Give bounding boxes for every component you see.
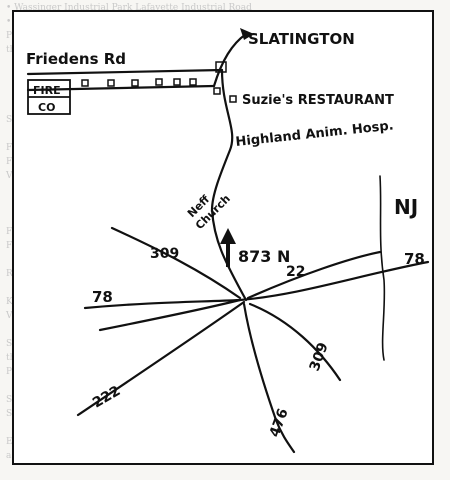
building-icon — [107, 79, 115, 87]
arrow-873-north-icon — [220, 228, 236, 244]
route-222-road — [76, 300, 246, 417]
nj-label: NJ — [394, 195, 418, 219]
building-icon — [173, 78, 181, 86]
building-icon — [215, 61, 227, 73]
nj-border-line — [379, 175, 386, 361]
arrow-873-shaft — [226, 243, 230, 267]
background-text-line: • Wassinger Industrial Park Lafayette In… — [6, 3, 252, 13]
building-icon — [131, 79, 139, 87]
route-78-road — [83, 260, 430, 310]
building-icon — [229, 95, 237, 103]
co-label: CO — [38, 101, 55, 114]
route-476-label: 476 — [267, 406, 292, 439]
route-78-left-label: 78 — [92, 288, 113, 306]
road-873-north — [210, 68, 248, 302]
friedens-road-label: Friedens Rd — [26, 50, 126, 68]
route-22-upper-label: 22 — [286, 264, 305, 280]
slatington-label: SLATINGTON — [248, 30, 355, 48]
route-873-label: 873 N — [238, 247, 290, 266]
suzies-restaurant-label: Suzie's RESTAURANT — [242, 93, 394, 108]
route-22-road — [246, 250, 382, 300]
route-309-upper-label: 309 — [150, 246, 179, 262]
route-476-road — [242, 302, 296, 454]
building-icon — [189, 78, 197, 86]
road-west-branch — [98, 298, 242, 332]
friedens-road-line-lower — [26, 84, 216, 92]
road-to-slatington — [212, 32, 248, 88]
building-icon — [81, 79, 89, 87]
highland-animal-hospital-label: Highland Anim. Hosp. — [235, 118, 394, 150]
route-78-right-label: 78 — [404, 250, 425, 268]
route-309-lower-road — [248, 302, 342, 382]
fire-label: FIRE — [33, 84, 61, 97]
route-309-upper-road — [110, 226, 242, 300]
building-icon — [213, 87, 221, 95]
building-icon — [155, 78, 163, 86]
friedens-road-line — [26, 68, 224, 76]
arrow-to-slatington-icon — [240, 28, 254, 40]
